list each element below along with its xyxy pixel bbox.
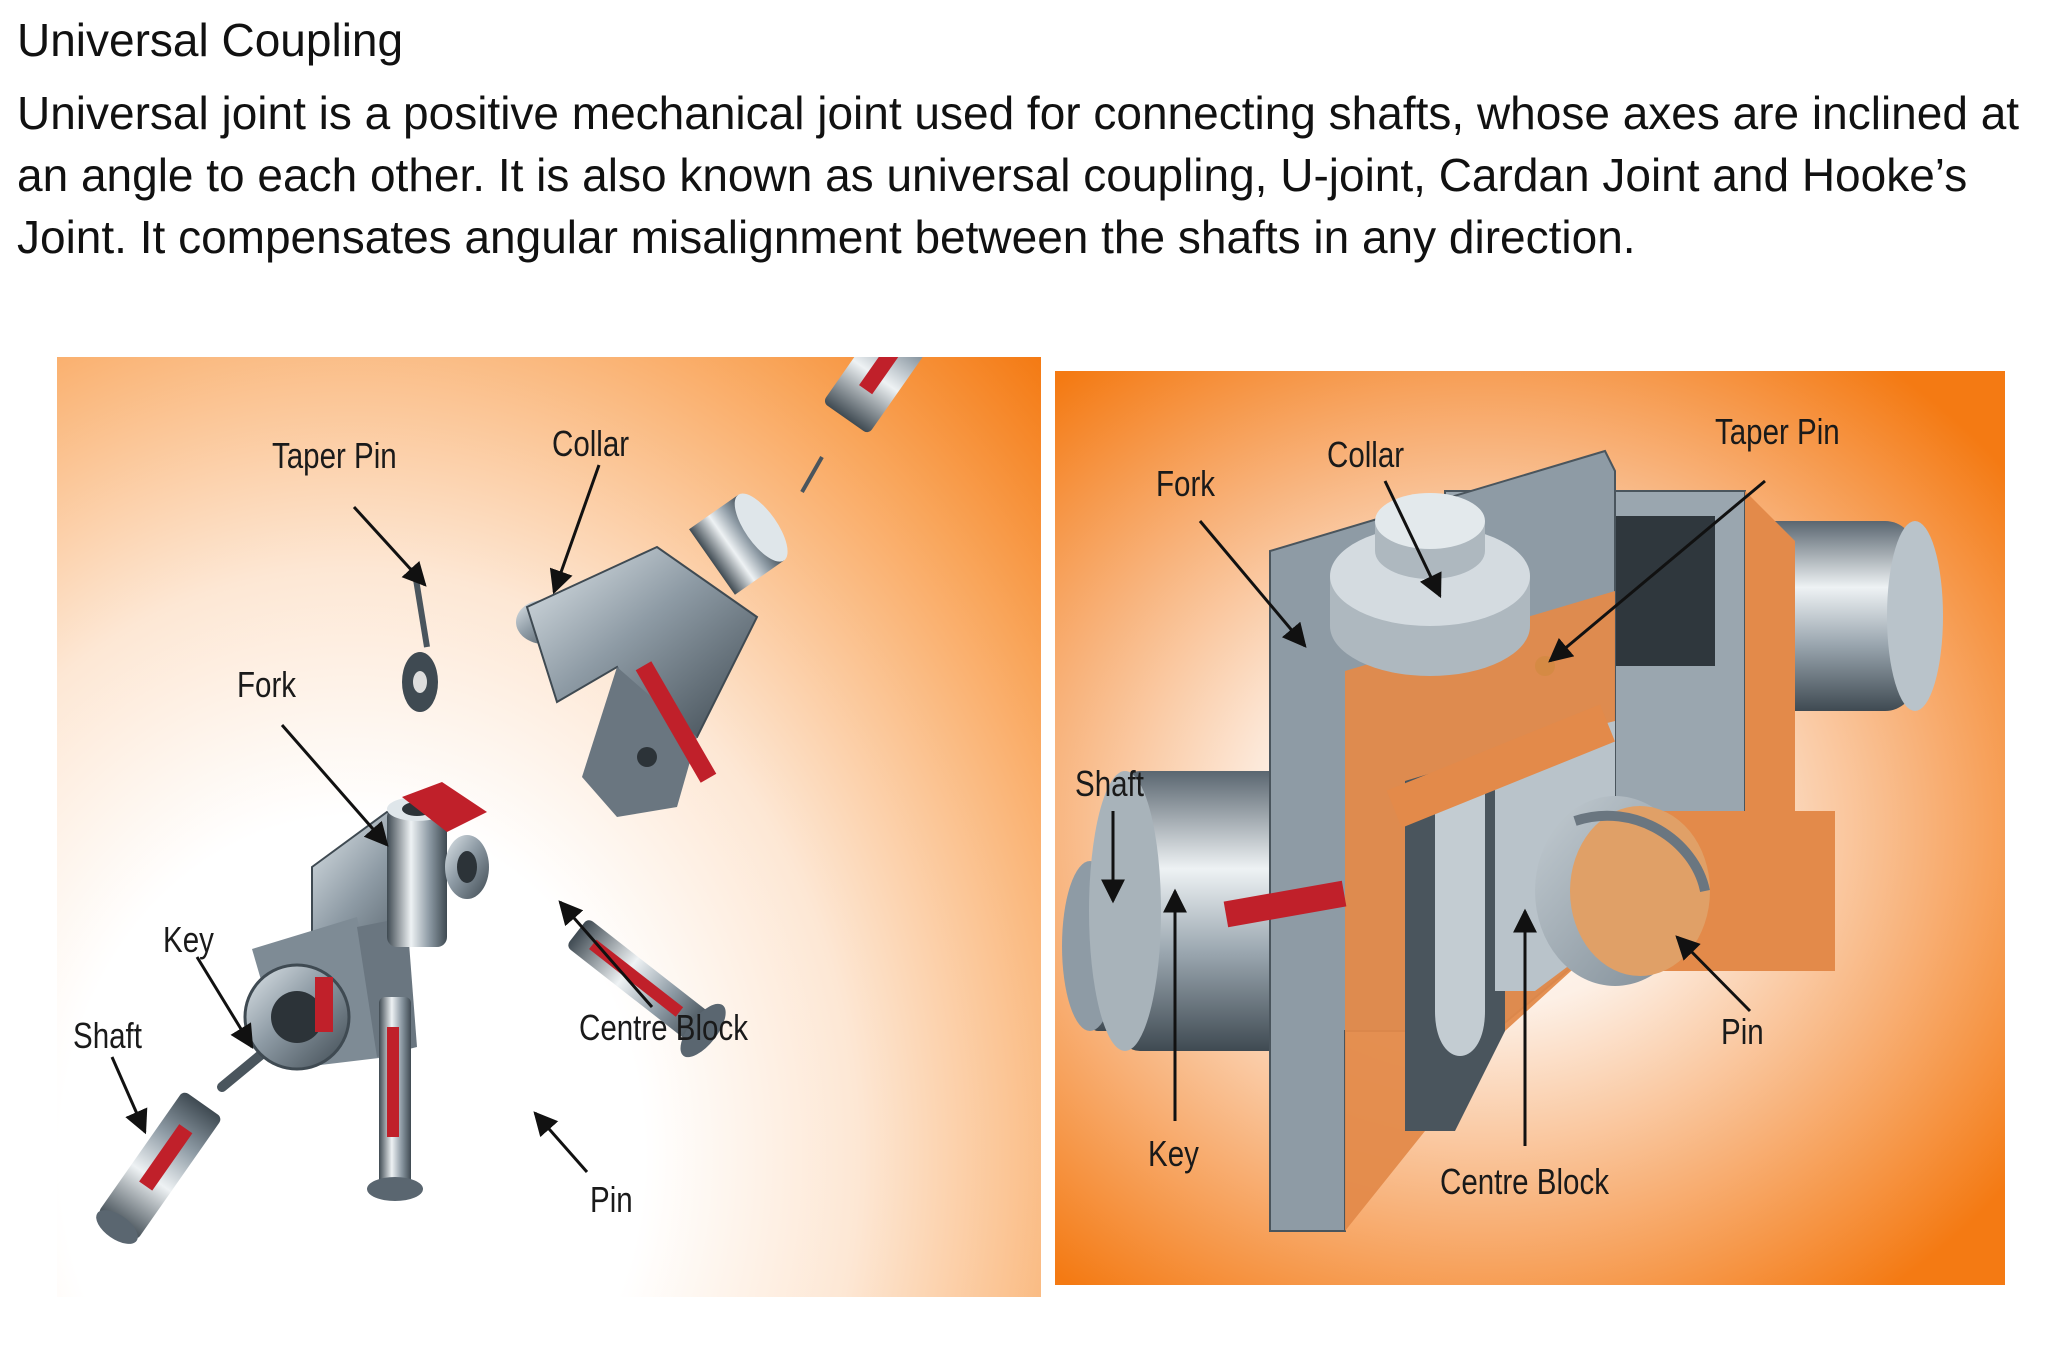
body-paragraph: Universal joint is a positive mechanical… [17,87,2020,263]
assembled-view-illustration [1062,449,1943,1232]
pin-part [1535,796,1835,986]
label-taper-pin: Taper Pin [1715,411,1840,452]
label-centre-block: Centre Block [579,1007,748,1048]
watermark-band [1386,704,1615,828]
exploded-view-illustration [96,357,941,1244]
label-collar: Collar [552,423,630,464]
label-key: Key [1148,1133,1199,1174]
shaft-part [96,1092,221,1244]
pin-vertical-part [367,997,423,1201]
fork-right-part [525,493,788,817]
label-collar: Collar [1327,434,1405,475]
label-pin: Pin [590,1179,633,1220]
assembled-view-figure: Fork Collar Taper Pin Shaft Key Centre B… [1055,371,2005,1285]
centre-block-part [387,782,489,947]
label-key: Key [163,919,214,960]
label-shaft: Shaft [73,1015,142,1056]
slide-title: Universal Coupling [17,14,404,66]
label-centre-block: Centre Block [1440,1161,1609,1202]
exploded-view-figure: Taper Pin Collar Fork Key Shaft Centre B… [57,357,1041,1297]
collar-part [1330,493,1555,676]
label-shaft: Shaft [1075,763,1144,804]
label-fork: Fork [1156,463,1216,504]
shaft-top-part [824,357,941,433]
label-taper-pin: Taper Pin [272,435,397,476]
label-fork: Fork [237,664,297,705]
label-pin: Pin [1721,1011,1764,1052]
